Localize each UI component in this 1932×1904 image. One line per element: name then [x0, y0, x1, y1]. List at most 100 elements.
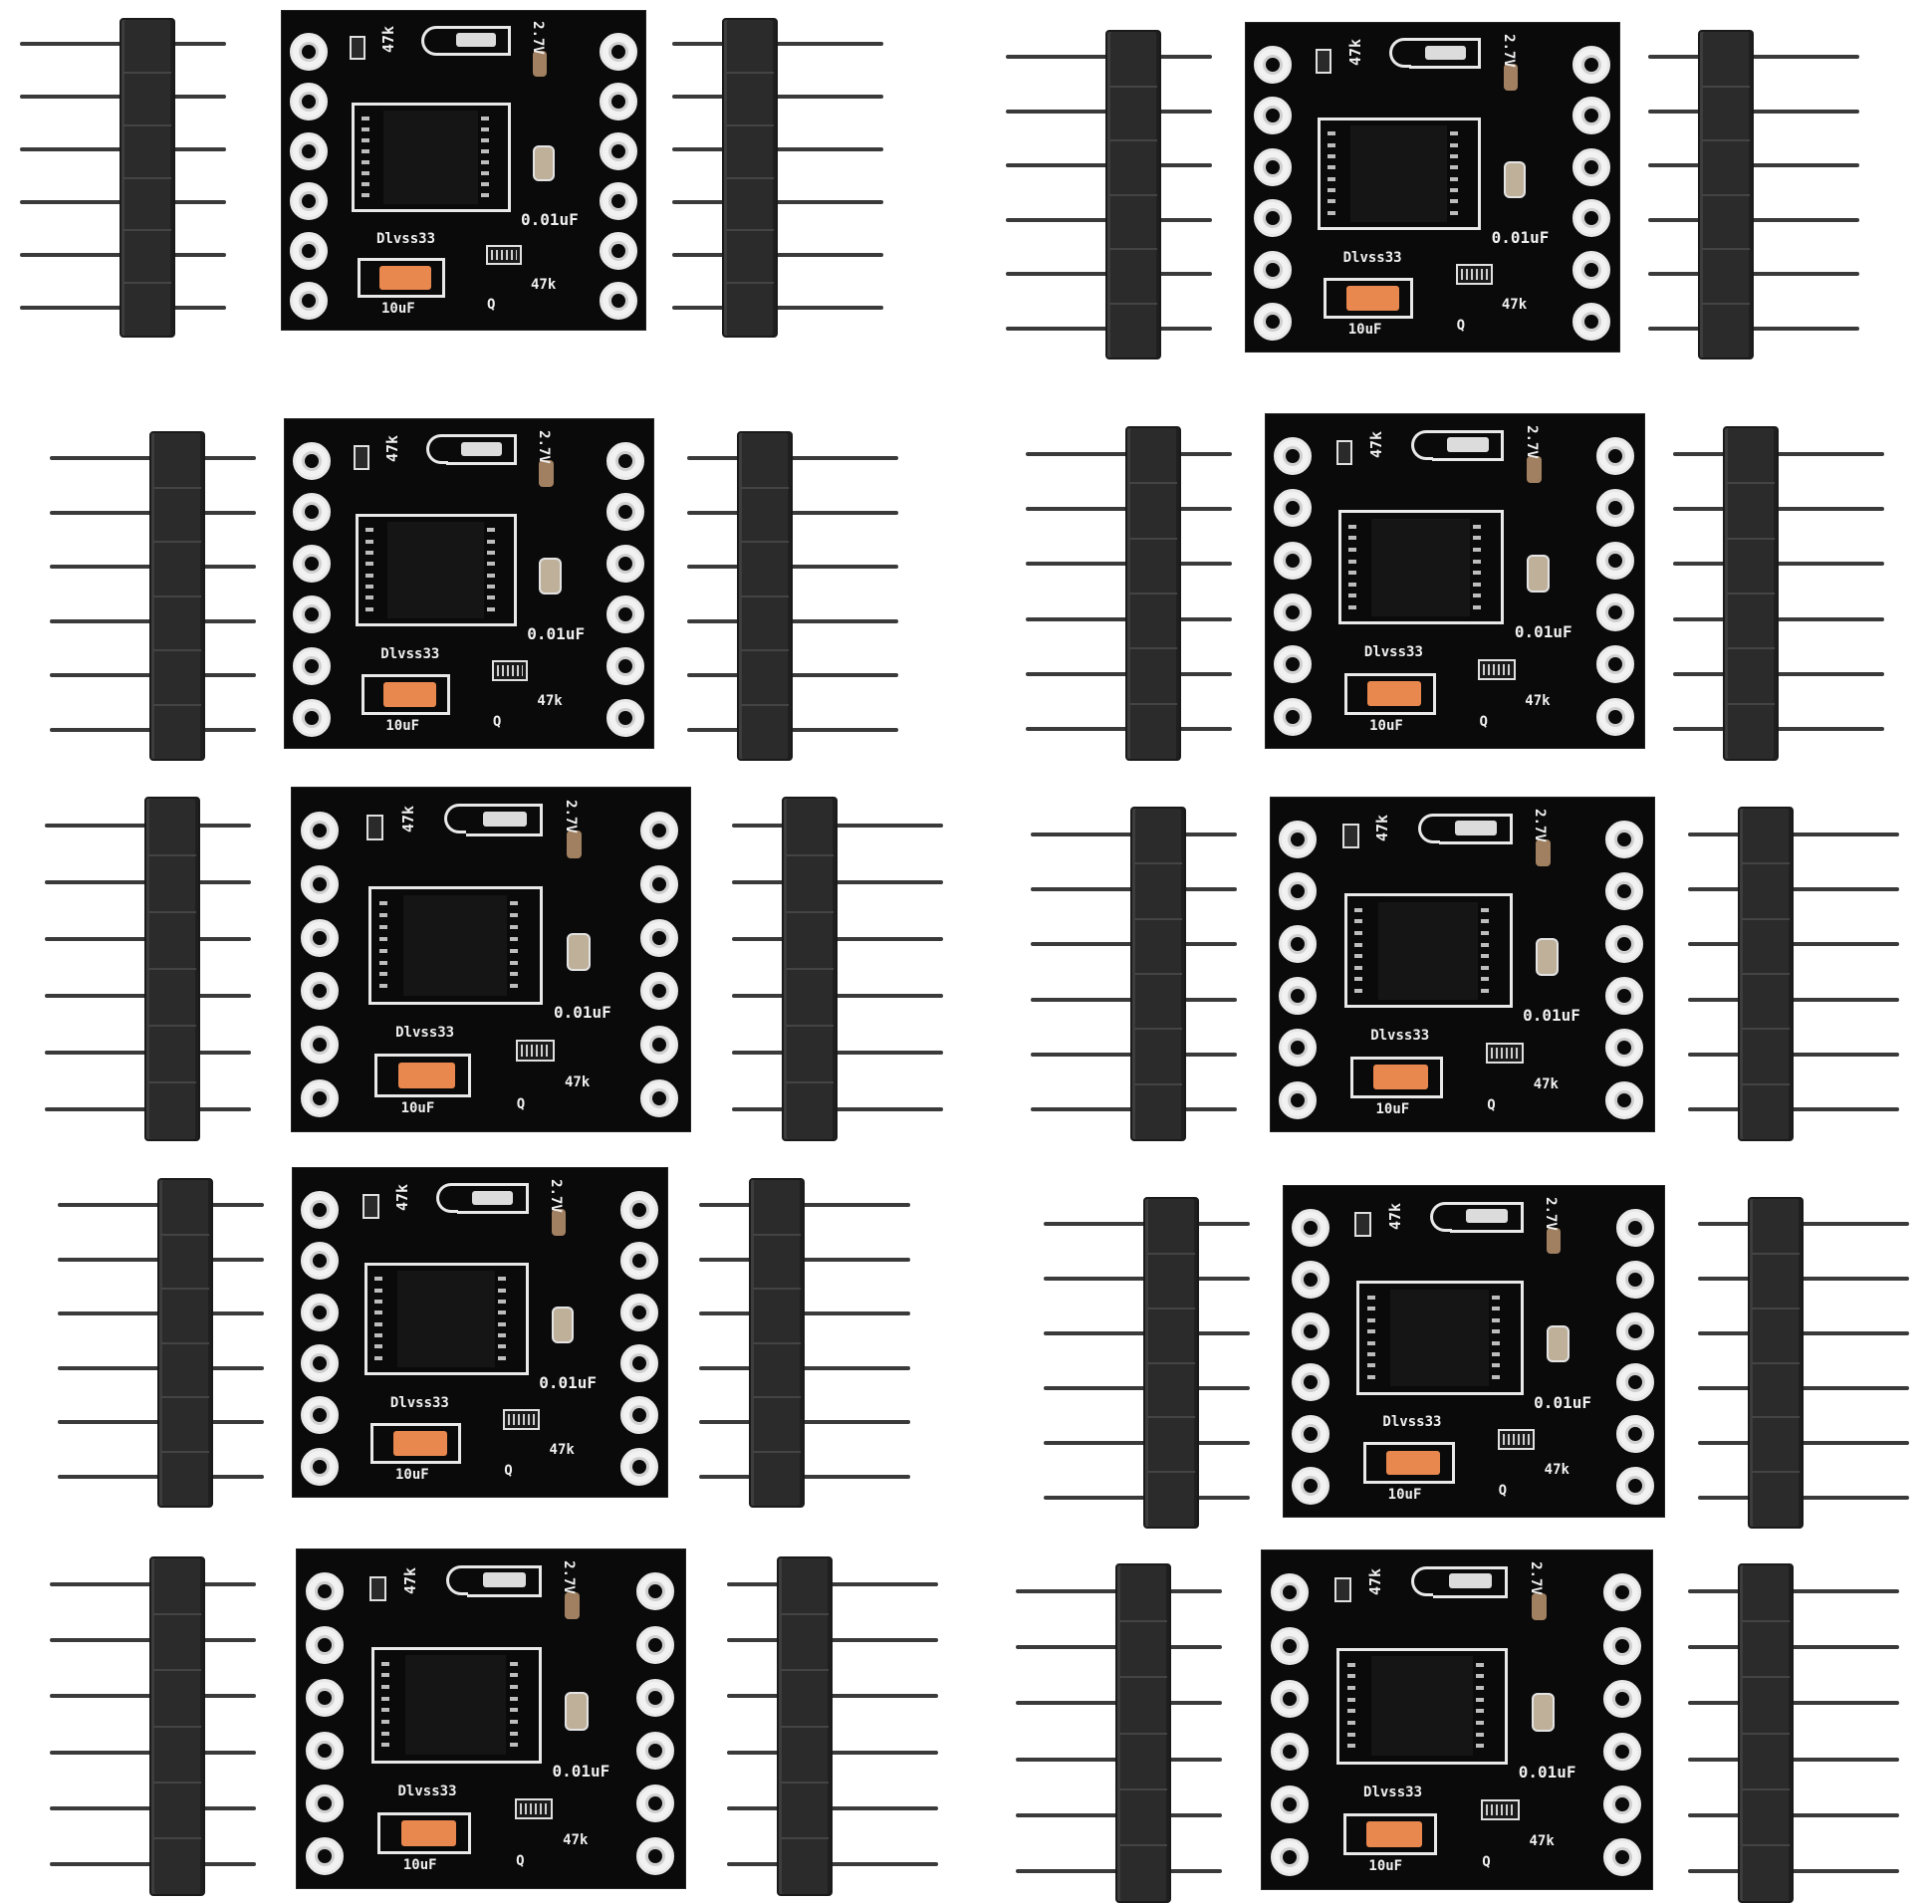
silk-label-zener: 2.7V: [561, 1560, 578, 1595]
silk-label-r1: 47k: [393, 1184, 411, 1212]
module-7-header-left: [157, 1178, 213, 1508]
ic-pin: [362, 171, 369, 175]
ic-pin: [498, 1277, 507, 1282]
silk-label-zener: 2.7V: [529, 21, 546, 55]
capacitor-small: [539, 558, 562, 595]
diode-sod: [515, 1040, 556, 1062]
module-4-header-right-segment: [1727, 593, 1775, 595]
capacitor-10uf: [392, 1431, 447, 1456]
ic-pin: [1480, 919, 1489, 924]
pad-left: [305, 1784, 344, 1822]
module-2-header-right-pin: [1648, 326, 1859, 331]
capacitor-10uf: [1367, 681, 1422, 707]
module-8-header-right-pin: [1698, 1385, 1909, 1390]
module-6-header-right-segment: [1742, 973, 1790, 975]
module-6-header-left-segment: [1134, 1082, 1182, 1085]
silk-label-r2: 47k: [1533, 1075, 1559, 1092]
pad-left: [293, 595, 332, 634]
capacitor-outline: [1362, 1442, 1455, 1484]
ic-footprint: [1356, 1281, 1524, 1395]
ic-pin: [378, 960, 387, 965]
led-outline: [421, 26, 443, 56]
silk-label-r2: 47k: [1529, 1832, 1555, 1849]
module-2-header-right-pin: [1648, 272, 1859, 277]
zener-diode: [539, 460, 554, 488]
pad-left: [301, 1344, 340, 1383]
silk-label-r1: 47k: [398, 806, 417, 833]
pad-right: [1571, 147, 1610, 186]
capacitor-10uf: [1366, 1821, 1423, 1847]
silk-label-diode: Dlvss33: [395, 1025, 455, 1042]
module-10-header-right-pin: [1688, 1645, 1899, 1650]
silk-label-r2: 47k: [1525, 692, 1551, 709]
pad-left: [290, 282, 328, 320]
resistor-r1: [368, 1575, 386, 1602]
resistor-r1: [350, 36, 365, 60]
pad-right: [1602, 1732, 1641, 1771]
ic-pin: [1328, 188, 1336, 193]
ic-pin: [1346, 1721, 1355, 1726]
silk-label-cap_small: 0.01uF: [552, 1761, 610, 1781]
silk-label-cap_big: 10uF: [1347, 322, 1382, 339]
ic-pin: [481, 182, 489, 186]
silk-label-cap_small: 0.01uF: [539, 1373, 598, 1393]
pad-left: [290, 132, 328, 170]
module-8-header-right: [1748, 1197, 1804, 1529]
module-6-header-right-pin: [1688, 887, 1899, 891]
pad-left: [301, 1293, 340, 1331]
module-4-header-left-segment: [1129, 482, 1177, 485]
zener-diode: [551, 1209, 567, 1237]
silk-label-zener: 2.7V: [562, 799, 579, 833]
ic-pin: [1328, 210, 1336, 215]
silk-label-diode: Dlvss33: [376, 231, 436, 247]
diode-sod: [515, 1797, 554, 1819]
ic-pin: [1354, 907, 1363, 912]
silk-label-diode: Dlvss33: [1342, 249, 1402, 266]
ic-pin: [381, 1696, 390, 1701]
capacitor-small: [565, 1692, 589, 1731]
led: [1447, 437, 1489, 452]
module-3-header-right-pin: [687, 456, 898, 461]
ic-pin: [510, 984, 519, 989]
module-9-header-right-segment: [781, 1613, 829, 1616]
module-1-header-right-segment: [726, 71, 774, 74]
silk-label-r1: 47k: [400, 1566, 419, 1594]
pad-right: [606, 441, 645, 480]
pad-left: [290, 33, 328, 71]
pad-right: [1596, 437, 1635, 476]
pad-left: [293, 646, 332, 685]
ic-pin: [1354, 919, 1363, 924]
ic-chip: [1377, 901, 1478, 1001]
module-5-header-right-pin: [732, 879, 943, 884]
ic-pin: [486, 551, 495, 555]
ic-pin: [1354, 988, 1363, 993]
module-9-header-right-pin: [727, 1582, 938, 1587]
module-6-header-right-pin: [1688, 997, 1899, 1002]
ic-pin: [510, 936, 519, 941]
ic-pin: [509, 1720, 518, 1725]
ic-footprint: [1337, 510, 1505, 625]
module-4-header-right-pin: [1673, 727, 1884, 732]
silk-label-r2: 47k: [563, 1831, 589, 1848]
ic-pin: [362, 149, 369, 153]
ic-pin: [1354, 942, 1363, 947]
module-7-header-right-pin: [699, 1420, 910, 1425]
ic-pin: [1480, 907, 1489, 912]
capacitor-small: [551, 1307, 575, 1344]
pad-right: [600, 33, 637, 71]
ic-pin: [1366, 1307, 1375, 1311]
module-9-header-left: [149, 1556, 205, 1896]
diode-sod: [491, 660, 529, 681]
ic-pin: [510, 913, 519, 918]
ic-pin: [1346, 1697, 1355, 1702]
module-9-header-right-segment: [781, 1836, 829, 1839]
led-outline: [445, 1564, 468, 1595]
pad-left: [1279, 821, 1318, 859]
module-4-header-left-segment: [1129, 593, 1177, 595]
module-2-header-right-pin: [1648, 55, 1859, 60]
module-7-header-left-segment: [161, 1450, 209, 1453]
ic-chip: [387, 522, 484, 619]
led-frame: [1438, 813, 1513, 845]
